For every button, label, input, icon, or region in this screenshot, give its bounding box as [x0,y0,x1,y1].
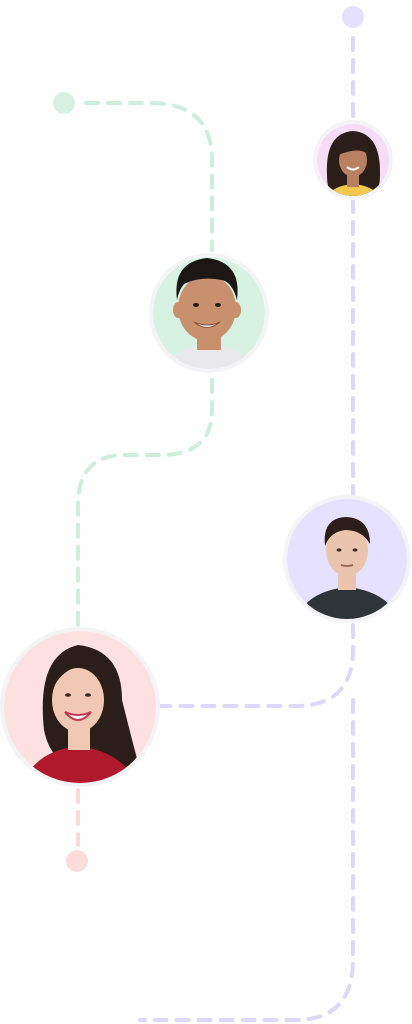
purple-connector-lower [158,623,355,708]
avatar-woman-yellow-icon [313,120,393,200]
green-connector-middle [76,378,214,632]
avatar-man-smiling-icon [149,253,269,373]
purple-connector-bottom [138,698,355,1022]
avatar-man-dark-shirt-icon [283,495,411,623]
green-connector-top [84,101,214,252]
pink-endpoint-dot [66,850,88,872]
purple-endpoint-dot [342,6,364,28]
green-endpoint-dot [53,92,75,114]
avatar-woman-red-top-icon [0,627,160,787]
